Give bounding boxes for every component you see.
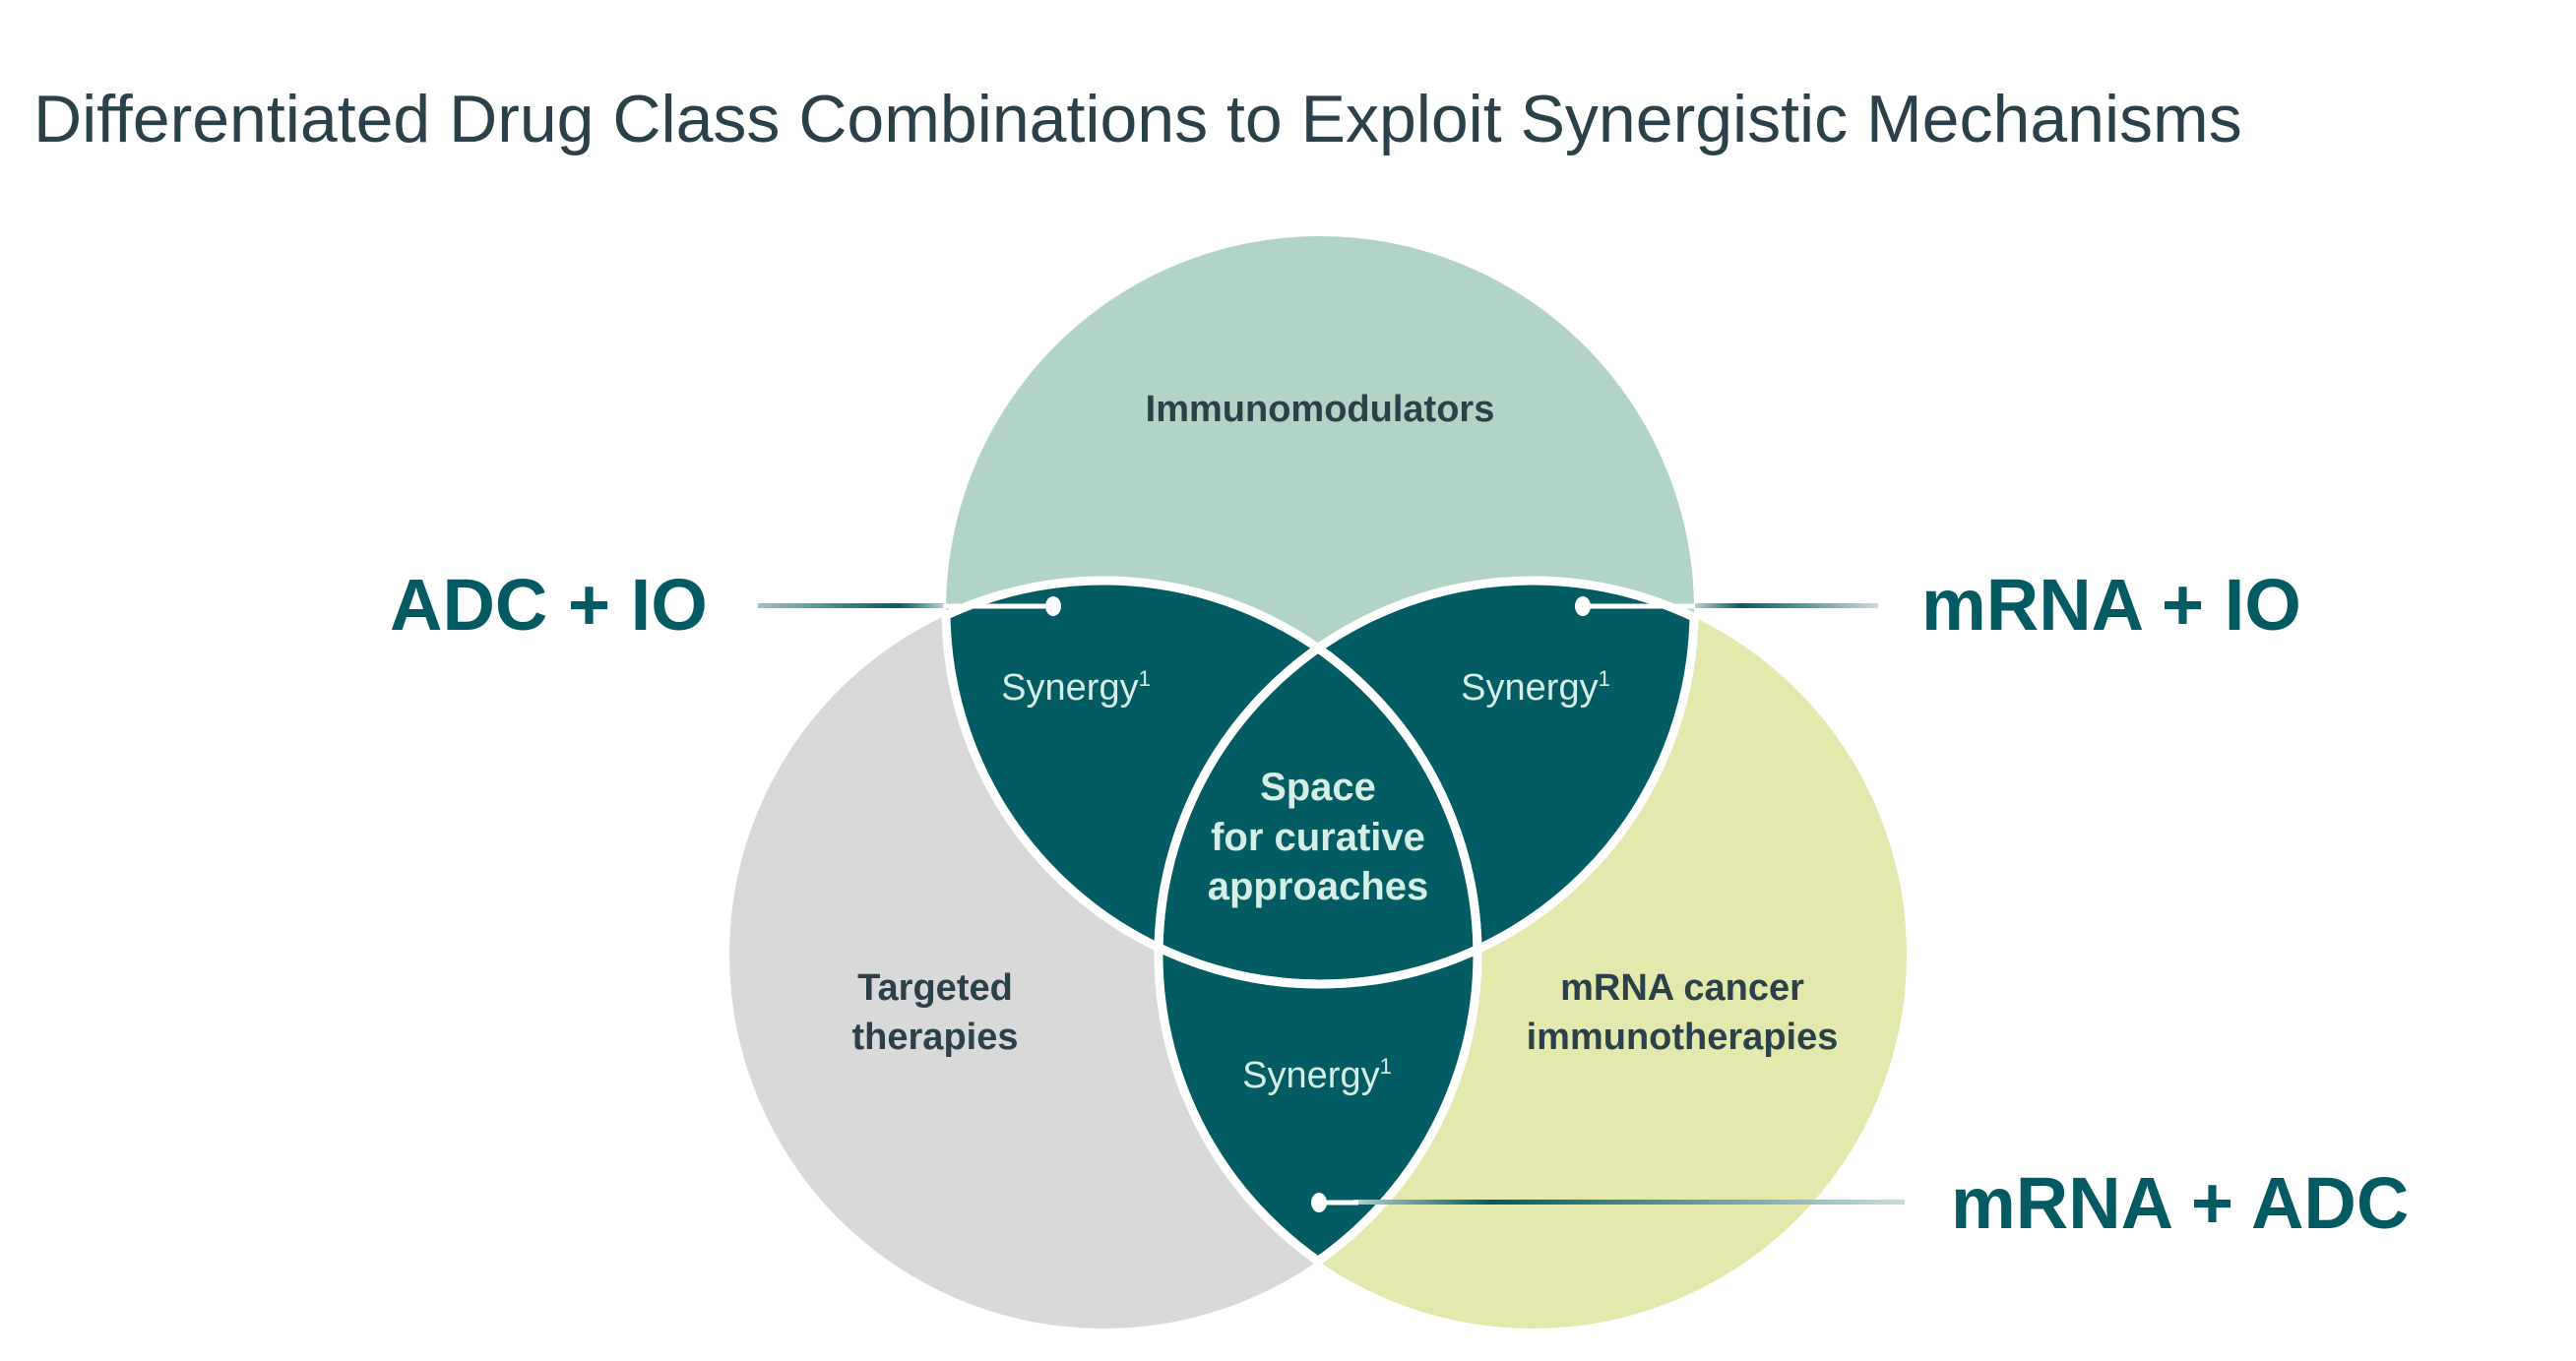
label-center-line1: Space [1260, 766, 1376, 809]
label-targeted-line1: Targeted [857, 967, 1013, 1009]
synergy-text: Synergy [1001, 667, 1138, 709]
label-mrna-line1: mRNA cancer [1560, 967, 1804, 1009]
label-center-line3: approaches [1208, 865, 1429, 908]
combo-label-mrna-adc: mRNA + ADC [1951, 1162, 2410, 1244]
synergy-text: Synergy [1461, 667, 1598, 709]
overlap-mrna-adc [1159, 581, 1477, 1329]
connector-line-mrna-adc-outer [1353, 1200, 1905, 1205]
footnote-ref: 1 [1139, 666, 1151, 691]
outline-right-in-left [1154, 581, 1477, 1329]
label-center-line2: for curative [1211, 816, 1425, 859]
label-mrna-line2: immunotherapies [1527, 1017, 1839, 1058]
label-targeted-line2: therapies [852, 1017, 1019, 1058]
footnote-ref: 1 [1380, 1054, 1392, 1079]
label-synergy-mrna-adc: Synergy1 [1242, 1054, 1392, 1096]
connector-dot-adc-io [1045, 596, 1061, 616]
label-synergy-mrna-io: Synergy1 [1461, 666, 1610, 709]
page-title: Differentiated Drug Class Combinations t… [33, 82, 2242, 156]
combo-label-adc-io: ADC + IO [390, 564, 708, 646]
synergy-text: Synergy [1242, 1055, 1379, 1096]
outline-left-in-right [1159, 581, 1482, 1329]
label-immunomodulators: Immunomodulators [1146, 389, 1495, 430]
connector-dot-mrna-adc [1311, 1193, 1327, 1212]
connector-line-adc-io-outer [758, 603, 945, 608]
label-synergy-adc-io: Synergy1 [1001, 666, 1151, 709]
connector-line-mrna-io-outer [1695, 603, 1878, 608]
combo-label-mrna-io: mRNA + IO [1921, 564, 2301, 646]
footnote-ref: 1 [1599, 666, 1610, 691]
connector-dot-mrna-io [1575, 596, 1591, 616]
